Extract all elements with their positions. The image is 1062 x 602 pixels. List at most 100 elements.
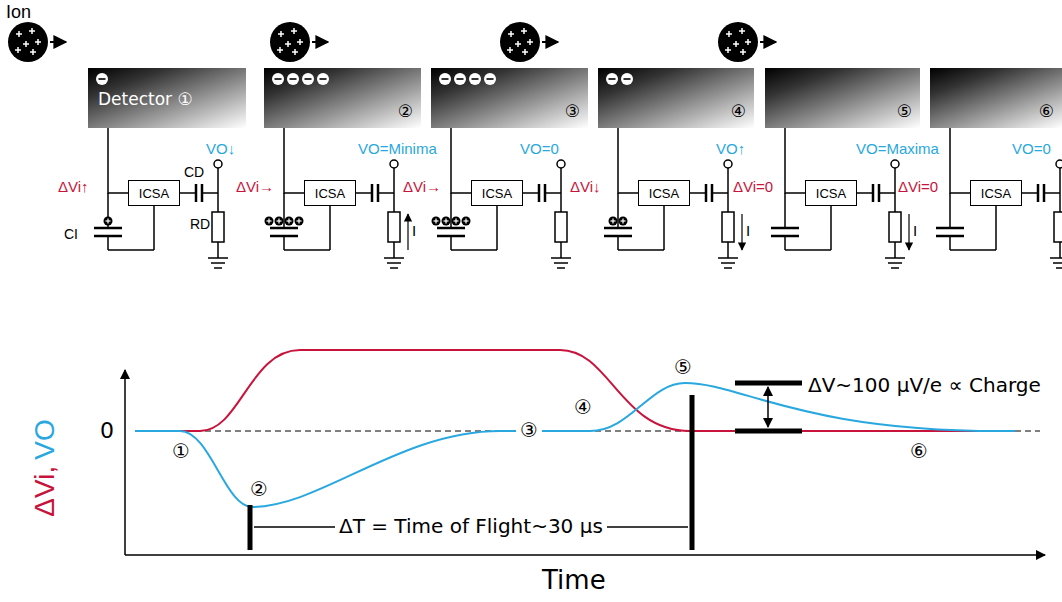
charge-sign — [298, 219, 299, 224]
negative-charge — [454, 73, 466, 85]
wire — [393, 168, 395, 212]
ion-charge — [293, 28, 295, 34]
ion-charge — [727, 47, 729, 53]
wire — [217, 242, 219, 258]
ground-symbol — [214, 267, 222, 269]
positive-charge — [104, 217, 113, 226]
capacitor-plate — [872, 184, 875, 202]
capacitor-plate — [771, 227, 799, 230]
charge-sign — [99, 78, 106, 80]
charge-sign — [278, 219, 279, 224]
amplifier-label: ICSA — [315, 186, 345, 201]
wire — [995, 206, 997, 250]
ion-charge — [18, 31, 20, 37]
signal-label: ΔVi=0 — [733, 178, 773, 195]
charge-sign — [435, 219, 436, 224]
wire — [284, 249, 330, 251]
output-terminal — [891, 160, 899, 168]
callout-number: ④ — [574, 396, 592, 419]
ion-charge — [287, 41, 289, 47]
capacitor-plate — [195, 184, 198, 202]
signal-label: Ion — [6, 2, 31, 23]
charge-sign — [290, 78, 297, 80]
signal-wire — [451, 128, 471, 193]
signal-label: VO↑ — [716, 140, 745, 157]
charge-sign — [457, 78, 464, 80]
resistor-symbol — [212, 212, 224, 242]
wire — [107, 193, 109, 228]
signal-label: I — [913, 222, 917, 239]
charge-sign — [487, 78, 494, 80]
charge-sign — [472, 78, 479, 80]
ground-symbol — [554, 262, 568, 264]
charge-sign — [442, 78, 449, 80]
detector-panel: ③ — [431, 68, 588, 128]
wire — [690, 192, 706, 194]
wire — [523, 192, 539, 194]
ion-charge — [747, 39, 749, 45]
wire — [949, 193, 951, 228]
signal-label: ΔVi=0 — [898, 178, 938, 195]
capacitor-plate — [270, 227, 298, 230]
current-arrow — [908, 214, 909, 250]
signal-label: ΔT = Time of Flight~30 μs — [335, 515, 607, 538]
amplifier-label: ICSA — [482, 186, 512, 201]
ground-symbol — [208, 257, 228, 259]
ion-charge — [742, 49, 744, 55]
bracket-bar — [735, 381, 802, 386]
resistor-symbol — [1054, 212, 1062, 242]
wire — [496, 206, 498, 250]
detector-panel: ⑤ — [765, 68, 920, 128]
wire — [830, 206, 832, 250]
ground-symbol — [1053, 262, 1062, 264]
amplifier-label: ICSA — [649, 186, 679, 201]
signal-wire — [108, 128, 128, 193]
capacitor-plate — [437, 227, 465, 230]
resistor-symbol — [388, 212, 400, 242]
axis-title-part: VO — [29, 419, 60, 459]
wire — [617, 236, 619, 250]
ground-symbol — [1050, 257, 1062, 259]
ion — [500, 22, 540, 62]
wire — [1059, 168, 1061, 212]
ground-symbol — [888, 262, 902, 264]
output-terminal — [390, 160, 398, 168]
capacitor-plate — [705, 184, 708, 202]
ground-symbol — [724, 267, 732, 269]
ground-symbol — [1056, 267, 1062, 269]
detector-label: ⑥ — [1039, 102, 1054, 122]
callout-number: ③ — [516, 419, 542, 442]
signal-wire — [284, 128, 304, 193]
ion-charge — [280, 31, 282, 37]
ground-symbol — [551, 257, 571, 259]
amplifier-label: ICSA — [816, 186, 846, 201]
signal-label: CD — [184, 164, 204, 180]
capacitor-plate — [1037, 184, 1040, 202]
signal-label: RD — [190, 216, 210, 232]
positive-charge — [295, 217, 304, 226]
wire — [217, 168, 219, 212]
detector-label: ② — [398, 102, 413, 122]
signal-wire — [950, 128, 970, 193]
amplifier-box: ICSA — [805, 180, 857, 206]
wire — [1022, 192, 1038, 194]
wire — [894, 242, 896, 258]
wire — [712, 192, 728, 194]
charge-sign — [305, 78, 312, 80]
capacitor-plate — [604, 227, 632, 230]
wire — [560, 168, 562, 212]
charge-sign — [624, 78, 631, 80]
detector-label: ④ — [731, 102, 746, 122]
amplifier-box: ICSA — [970, 180, 1022, 206]
axis-title: ΔVi,VO — [29, 393, 61, 543]
charge-sign — [268, 219, 269, 224]
electron-charges — [264, 68, 421, 128]
charge-sign — [320, 78, 327, 80]
wire — [785, 249, 831, 251]
charge-sign — [609, 78, 616, 80]
charge-sign — [288, 219, 289, 224]
wire — [356, 192, 372, 194]
ion-charge — [17, 47, 19, 53]
negative-charge — [317, 73, 329, 85]
ion — [270, 22, 310, 62]
